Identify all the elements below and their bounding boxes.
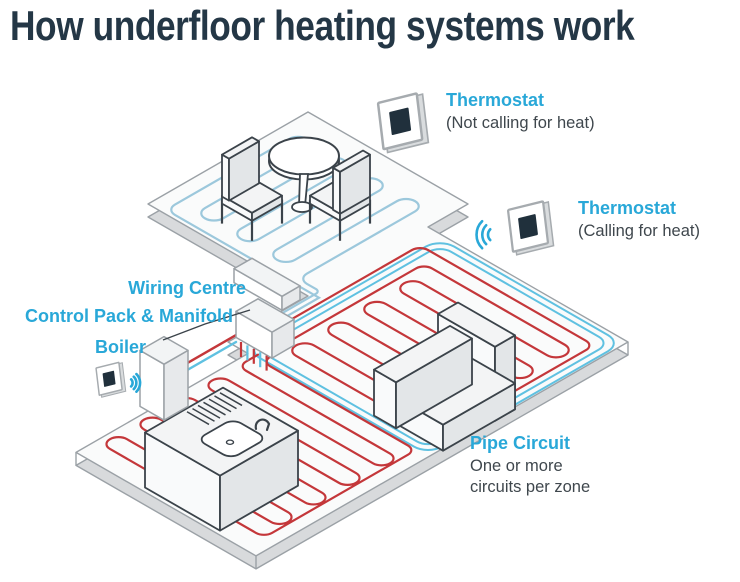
thermostat-screen	[102, 370, 116, 387]
sofa	[373, 301, 516, 452]
wiring-centre-label: Wiring Centre	[128, 278, 246, 298]
chair-left	[220, 136, 284, 241]
boiler-icon	[139, 335, 189, 421]
drainer-lines	[187, 393, 242, 425]
thermostat-lower-subtitle: (Calling for heat)	[578, 221, 700, 240]
thermostat-upper-icon	[376, 92, 430, 154]
pipe-circuit-line1: One or more	[470, 456, 563, 475]
thermostat-upper-label: Thermostat (Not calling for heat)	[446, 89, 595, 133]
thermostat-upper-title: Thermostat	[446, 90, 545, 110]
thermostat-lower-label: Thermostat (Calling for heat)	[578, 197, 700, 241]
thermostat-lower-icon	[475, 200, 555, 256]
manifold-icon	[235, 298, 295, 371]
boiler-thermostat-icon	[95, 361, 142, 398]
pipe-circuit-line2: circuits per zone	[470, 478, 591, 497]
control-wire	[162, 309, 251, 341]
page-title: How underfloor heating systems work	[10, 2, 635, 49]
signal-waves-icon	[129, 372, 142, 393]
thermostat-upper-subtitle: (Not calling for heat)	[446, 113, 595, 132]
control-pack-manifold-label: Control Pack & Manifold	[24, 306, 233, 326]
chair-right	[308, 149, 372, 241]
wiring-centre-icon	[162, 257, 301, 341]
pipe-circuit-label: Pipe Circuit One or more circuits per zo…	[470, 432, 590, 498]
pipe-circuit-title: Pipe Circuit	[470, 433, 571, 453]
boiler-label: Boiler	[94, 337, 146, 357]
kitchen-counter	[144, 386, 299, 532]
dining-table	[268, 136, 340, 213]
tap-icon	[254, 418, 271, 431]
kitchen-sink-icon	[197, 419, 267, 459]
pipe	[102, 352, 425, 537]
signal-waves-icon	[475, 219, 492, 250]
thermostat-screen	[389, 107, 412, 136]
thermostat-lower-title: Thermostat	[578, 198, 677, 218]
thermostat-screen	[518, 214, 538, 239]
